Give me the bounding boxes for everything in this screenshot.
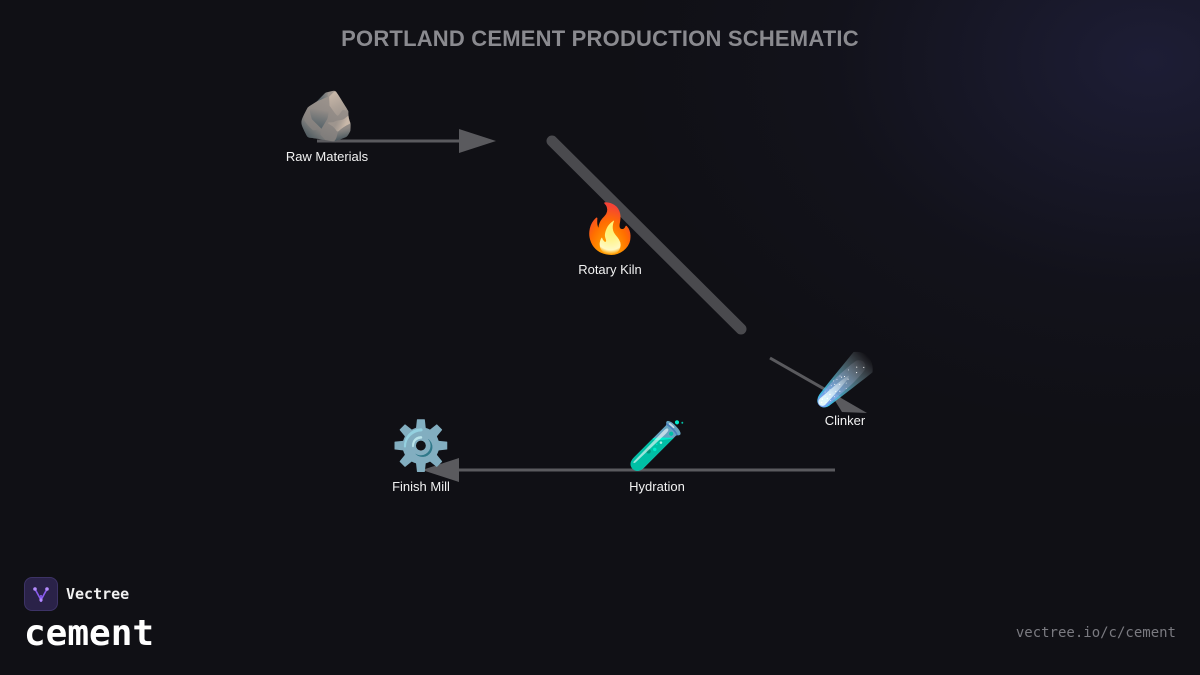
vectree-logo-icon [24, 577, 58, 611]
node-label: Hydration [629, 479, 685, 494]
edge-kiln-tube [546, 135, 747, 335]
node-clinker: ☄️ Clinker [765, 351, 925, 428]
node-label: Raw Materials [285, 149, 369, 164]
node-finish-mill: ⚙️ Finish Mill [341, 417, 501, 494]
node-hydration: 🧪 Hydration [577, 417, 737, 494]
brand-topic: cement [24, 613, 155, 654]
gear-icon: ⚙️ [391, 418, 451, 474]
node-label: Rotary Kiln [578, 262, 642, 277]
page-title: PORTLAND CEMENT PRODUCTION SCHEMATIC [341, 26, 859, 51]
fire-icon: 🔥 [580, 201, 640, 257]
comet-icon: ☄️ [815, 352, 875, 408]
node-label: Clinker [824, 413, 866, 428]
edge-raw-to-kiln [317, 129, 496, 153]
node-raw-materials: 🪨 Raw Materials [247, 87, 407, 164]
rock-icon: 🪨 [297, 88, 357, 144]
node-label: Finish Mill [392, 479, 450, 494]
node-rotary-kiln: 🔥 Rotary Kiln [530, 200, 690, 277]
edge-kiln-to-clinker [769, 356, 867, 413]
edge-clinker-to-finish [422, 458, 835, 482]
footer-url[interactable]: vectree.io/c/cement [1015, 625, 1176, 641]
test-tube-icon: 🧪 [627, 418, 687, 474]
brand-name: Vectree [66, 585, 130, 603]
